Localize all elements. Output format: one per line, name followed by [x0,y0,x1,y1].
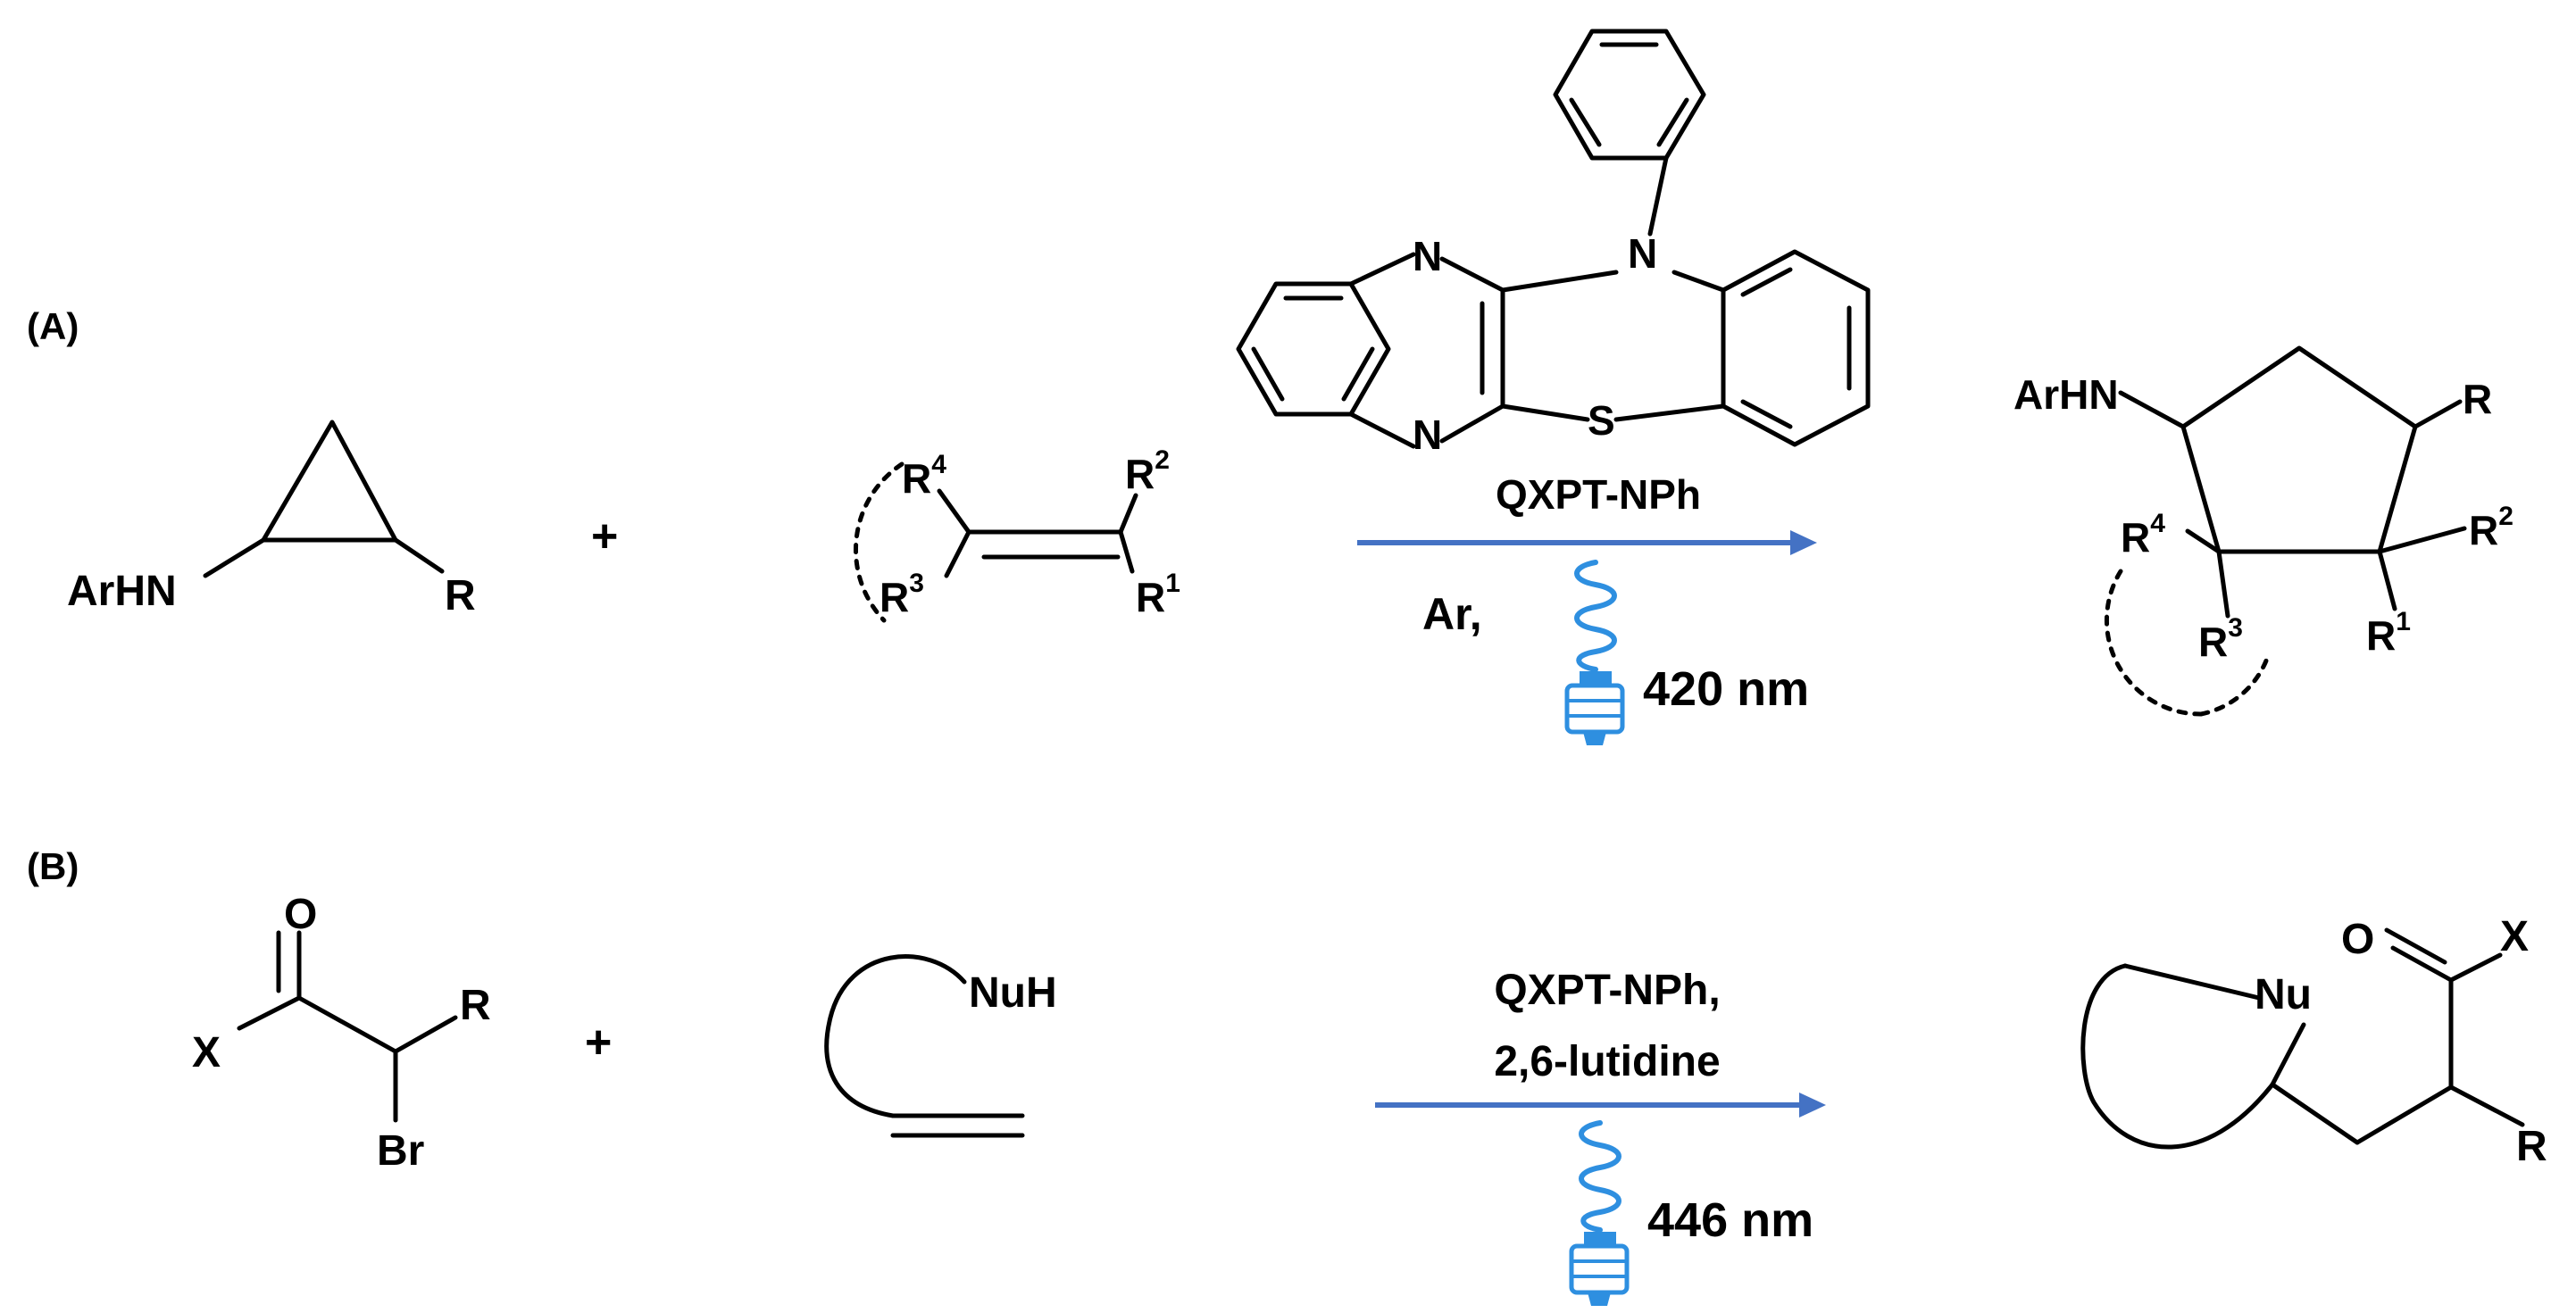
r1-label: R1 [1136,569,1180,620]
s-label: S [1588,397,1615,444]
lutidine-label: 2,6-lutidine [1494,1038,1720,1085]
product-r-label-b: R [2516,1123,2547,1170]
plus-sign-a: + [591,511,618,562]
product-r-label: R [2463,376,2492,422]
product-x-label: X [2500,913,2529,960]
nuh-label: NuH [969,969,1057,1017]
r3-label: R3 [880,569,924,620]
light-bulb-icon [1567,562,1622,745]
panel-a-label: (A) [27,305,79,347]
aminocyclopropane-reactant: ArHN R [67,420,476,619]
r2-label: R2 [1125,445,1170,497]
qxpt-nph-b-label: QXPT-NPh, [1494,967,1720,1014]
n-top-label: N [1628,230,1657,277]
nu-label: Nu [2255,971,2312,1018]
product-r4-label: R4 [2121,509,2165,561]
product-arhn-label: ArHN [2013,371,2119,418]
light-bulb-icon [1571,1123,1627,1306]
reaction-arrow-a [1357,530,1817,555]
bromo-carbonyl-reactant: O X R Br [192,891,491,1175]
alkene-reactant: R4 R3 R2 R1 [853,445,1180,623]
reaction-arrow-b [1375,1093,1826,1118]
panel-a: (A) ArHN R + R4 R3 R2 R1 [27,29,2513,745]
x-label: X [192,1029,221,1076]
nucleophile-alkene-reactant: NuH [824,954,1057,1138]
product-r1-label: R1 [2366,607,2411,659]
oxygen-label: O [284,891,317,938]
argon-label: Ar, [1422,589,1482,639]
product-r2-label: R2 [2469,502,2513,553]
bromine-label: Br [377,1127,424,1175]
r-label-b: R [460,982,491,1029]
panel-b-label: (B) [27,845,79,887]
wavelength-420-label: 420 nm [1643,662,1809,716]
qxpt-nph-label: QXPT-NPh [1496,471,1701,518]
plus-sign-b: + [585,1017,612,1068]
r-label: R [445,572,476,619]
heterocycle-product: Nu O X R [2080,913,2547,1170]
product-oxygen-label: O [2341,916,2374,963]
r4-label: R4 [902,450,946,502]
panel-b: (B) O X R Br + NuH QXPT-NPh, 2,6-lutidin… [27,845,2547,1306]
wavelength-446-label: 446 nm [1647,1193,1813,1247]
qxpt-nph-structure: N N N S [1236,29,1871,458]
product-r3-label: R3 [2198,613,2243,665]
n-bottom-label: N [1413,411,1442,458]
arhn-label: ArHN [67,568,177,615]
n-left-label: N [1413,233,1442,279]
cyclopentane-product: ArHN R R4 R2 R3 R1 [2013,345,2513,717]
